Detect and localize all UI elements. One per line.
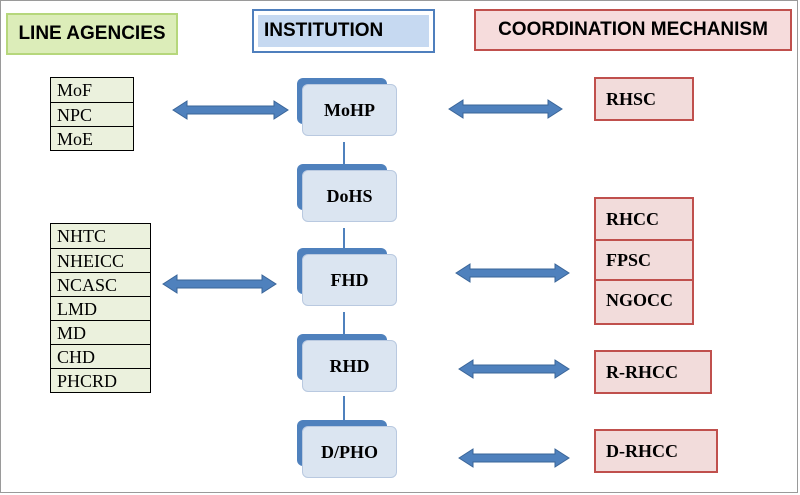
- agency-nhtc: NHTC: [57, 226, 106, 246]
- mechanism-label: D-RHCC: [606, 440, 678, 461]
- agency-ncasc: NCASC: [51, 272, 150, 296]
- mechanism-label: RHSC: [606, 88, 657, 109]
- double-arrow-icon: [172, 100, 289, 120]
- mechanism-fpsc: FPSC: [596, 239, 692, 279]
- institution-fhd: FHD: [297, 248, 397, 306]
- double-arrow-icon: [455, 263, 570, 283]
- agency-npc: NPC: [51, 102, 133, 126]
- institution-dpho: D/PHO: [297, 420, 397, 478]
- institution-label: FHD: [302, 254, 397, 306]
- institution-rhd: RHD: [297, 334, 397, 392]
- line-agencies-group-1: MoF NPC MoE: [50, 77, 134, 151]
- mechanism-r-rhcc: R-RHCC: [594, 350, 712, 394]
- double-arrow-icon: [162, 274, 277, 294]
- header-coordination-mechanism: COORDINATION MECHANISM: [474, 9, 792, 51]
- double-arrow-icon: [458, 359, 570, 379]
- agency-nheicc: NHEICC: [51, 248, 150, 272]
- mechanism-rhcc: RHCC: [606, 208, 659, 229]
- agency-chd: CHD: [51, 344, 150, 368]
- connector-line: [343, 312, 345, 334]
- mechanism-ngocc: NGOCC: [596, 279, 692, 319]
- institution-label: MoHP: [302, 84, 397, 136]
- line-agencies-group-2: NHTC NHEICC NCASC LMD MD CHD PHCRD: [50, 223, 151, 393]
- mechanism-rhsc: RHSC: [594, 77, 694, 121]
- agency-phcrd: PHCRD: [51, 368, 150, 392]
- institution-mohp: MoHP: [297, 78, 397, 136]
- header-line-agencies: LINE AGENCIES: [6, 13, 178, 55]
- mechanism-label: R-RHCC: [606, 361, 678, 382]
- connector-line: [343, 396, 345, 420]
- institution-label: DoHS: [302, 170, 397, 222]
- header-institution-label: INSTITUTION: [258, 15, 429, 47]
- agency-moe: MoE: [51, 126, 133, 150]
- connector-line: [343, 228, 345, 248]
- header-institution: INSTITUTION: [252, 9, 435, 53]
- double-arrow-icon: [458, 448, 570, 468]
- mechanism-d-rhcc: D-RHCC: [594, 429, 718, 473]
- institution-label: RHD: [302, 340, 397, 392]
- agency-md: MD: [51, 320, 150, 344]
- agency-lmd: LMD: [51, 296, 150, 320]
- connector-line: [343, 142, 345, 164]
- mechanism-stack: RHCC FPSC NGOCC: [594, 197, 694, 325]
- institution-dohs: DoHS: [297, 164, 397, 222]
- double-arrow-icon: [448, 99, 563, 119]
- agency-mof: MoF: [57, 80, 93, 100]
- institution-label: D/PHO: [302, 426, 397, 478]
